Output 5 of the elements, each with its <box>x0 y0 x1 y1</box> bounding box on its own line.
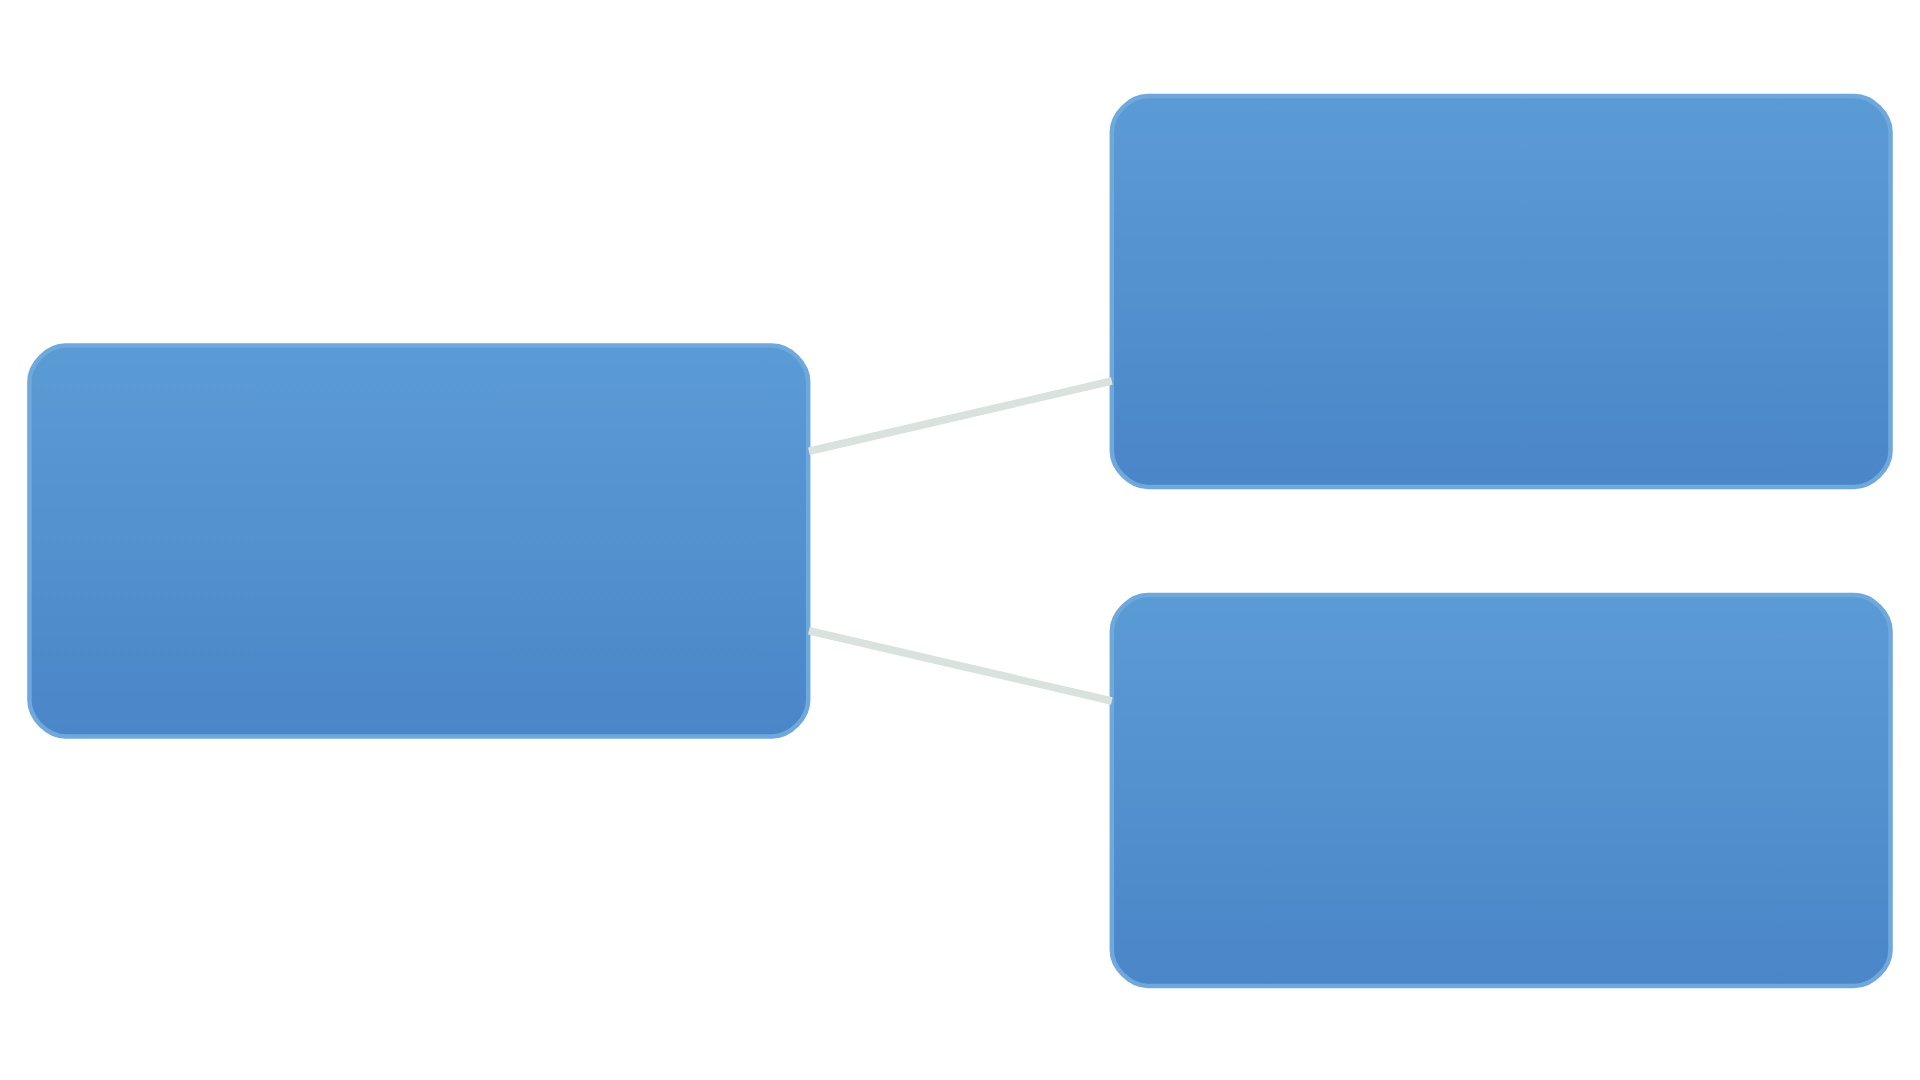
connector <box>808 376 1113 454</box>
node-box <box>1109 591 1893 988</box>
connector <box>808 626 1113 704</box>
node-box <box>1109 92 1893 489</box>
node-box <box>27 342 811 738</box>
